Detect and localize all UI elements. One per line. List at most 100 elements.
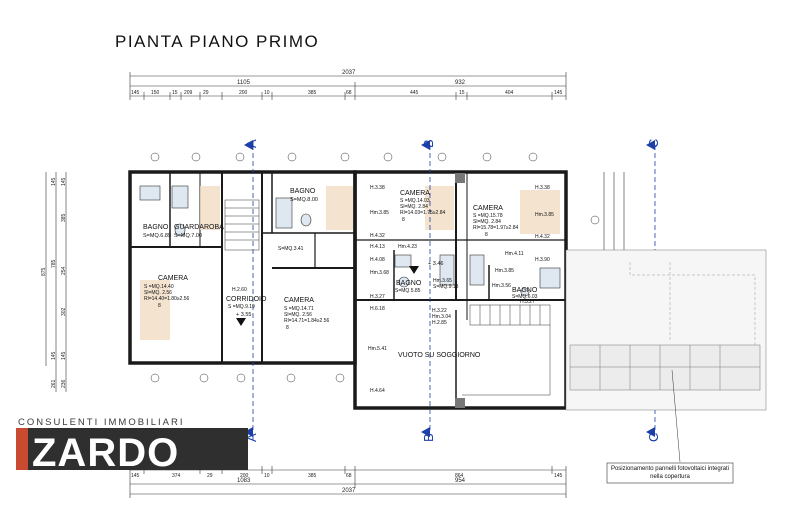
svg-text:150: 150 — [151, 90, 160, 96]
svg-text:H.4.32: H.4.32 — [370, 233, 385, 239]
svg-text:Hm.3.85: Hm.3.85 — [495, 268, 514, 274]
svg-text:S =MQ.14.71: S =MQ.14.71 — [284, 306, 314, 312]
top-dimensions — [129, 72, 567, 100]
svg-text:H.3.38: H.3.38 — [535, 185, 550, 191]
logo-accent — [16, 428, 28, 470]
logo-subtitle: CONSULENTI IMMOBILIARI — [18, 417, 184, 428]
svg-text:236: 236 — [61, 379, 67, 388]
svg-text:145: 145 — [554, 473, 563, 479]
note-box — [606, 462, 734, 484]
hatched-areas — [140, 186, 560, 340]
svg-text:A: A — [244, 433, 259, 442]
svg-text:254: 254 — [61, 266, 67, 275]
svg-text:CAMERA: CAMERA — [158, 275, 188, 282]
svg-text:145: 145 — [61, 351, 67, 360]
pillars — [455, 173, 465, 408]
logo-band — [16, 428, 248, 470]
svg-text:H.4.13: H.4.13 — [370, 244, 385, 250]
svg-text:385: 385 — [61, 213, 67, 222]
svg-text:68: 68 — [346, 473, 352, 479]
photovoltaic-note: Posizionamento pannelli fotovoltaici int… — [610, 466, 730, 480]
zardo-logo: CONSULENTI IMMOBILIARI ZARDO — [16, 417, 248, 475]
svg-text:S =MQ.14.03: S =MQ.14.03 — [400, 198, 430, 204]
svg-text:Hm.3.56: Hm.3.56 — [492, 283, 511, 289]
svg-text:8: 8 — [286, 325, 289, 331]
svg-text:8: 8 — [158, 303, 161, 309]
svg-text:Rl=14.71=1.84≥2.56: Rl=14.71=1.84≥2.56 — [284, 318, 330, 324]
svg-text:Hm.3.68: Hm.3.68 — [370, 270, 389, 276]
svg-text:68: 68 — [346, 90, 352, 96]
dim-top-segments: 145 150 15 209 29 200 10 385 68 445 15 4… — [131, 90, 563, 96]
svg-text:Hm.5.41: Hm.5.41 — [368, 346, 387, 352]
svg-text:145: 145 — [554, 90, 563, 96]
svg-text:S =MQ.9.19: S =MQ.9.19 — [228, 304, 255, 310]
svg-text:C: C — [646, 433, 661, 442]
room-vuoto-soggiorno: VUOTO SU SOGGIORNO Hm.5.41 H.6.18 H.4.64 — [368, 306, 481, 394]
svg-text:H.4.32: H.4.32 — [535, 234, 550, 240]
svg-text:385: 385 — [308, 473, 317, 479]
svg-text:10: 10 — [264, 473, 270, 479]
dim-top-left: 1105 — [237, 80, 251, 86]
svg-text:+ 3.55: + 3.55 — [236, 312, 251, 318]
svg-text:H.2.60: H.2.60 — [232, 287, 247, 293]
svg-text:Sl=MQ. 2.84: Sl=MQ. 2.84 — [473, 219, 501, 225]
room-bagno-5: BAGNO S=MQ.6.03 — [512, 287, 538, 300]
svg-text:S=MQ.3.41: S=MQ.3.41 — [278, 246, 304, 252]
svg-text:+ 3.46: + 3.46 — [428, 261, 443, 267]
svg-text:Hm.3.85: Hm.3.85 — [370, 210, 389, 216]
svg-text:H.6.18: H.6.18 — [370, 306, 385, 312]
height-annotations: H.3.38 Hm.3.85 H.4.32 H.4.13 Hm.4.23 H.3… — [370, 185, 554, 326]
svg-text:864: 864 — [455, 473, 464, 479]
svg-text:200: 200 — [240, 473, 249, 479]
svg-text:S=MQ.6.89: S=MQ.6.89 — [143, 233, 171, 239]
svg-text:BAGNO: BAGNO — [290, 188, 316, 195]
svg-text:H.4.08: H.4.08 — [370, 257, 385, 263]
svg-text:8: 8 — [402, 217, 405, 223]
svg-text:H.3.90: H.3.90 — [535, 257, 550, 263]
dim-bottom-total: 2037 — [342, 488, 356, 494]
room-disimpegno: S=MQ.3.41 — [278, 246, 304, 252]
svg-text:S=MQ.8.00: S=MQ.8.00 — [290, 197, 318, 203]
svg-text:C: C — [646, 139, 661, 148]
svg-text:S=MQ.6.03: S=MQ.6.03 — [512, 294, 538, 300]
room-bagno-1: BAGNO S=MQ.6.89 — [143, 224, 171, 239]
left-dimensions — [45, 172, 67, 392]
svg-text:Hm.3.04: Hm.3.04 — [432, 314, 451, 320]
svg-text:Rl=15.78=1.97≥2.84: Rl=15.78=1.97≥2.84 — [473, 225, 519, 231]
dim-top-total: 2037 — [342, 70, 356, 76]
svg-text:CORRIDOIO: CORRIDOIO — [226, 296, 267, 303]
room-camera-1: CAMERA S =MQ.14.40 Sl=MQ. 2.56 Rl=14.40=… — [144, 275, 190, 309]
plan-title: PIANTA PIANO PRIMO — [115, 32, 320, 51]
svg-text:209: 209 — [184, 90, 193, 96]
room-camera-2: CAMERA S =MQ.14.71 Sl=MQ. 2.56 Rl=14.71=… — [284, 297, 330, 331]
svg-text:Sl=MQ. 2.84: Sl=MQ. 2.84 — [400, 204, 428, 210]
svg-text:404: 404 — [505, 90, 514, 96]
sanitary-fixtures — [139, 185, 561, 297]
room-bagno-2: BAGNO S=MQ.8.00 — [290, 188, 318, 203]
svg-text:S=MQ.7.00: S=MQ.7.00 — [174, 233, 202, 239]
svg-text:Sl=MQ. 2.56: Sl=MQ. 2.56 — [284, 312, 312, 318]
svg-text:BAGNO: BAGNO — [512, 287, 538, 294]
logo-title: ZARDO — [32, 431, 179, 475]
svg-text:S =MQ.15.78: S =MQ.15.78 — [473, 213, 503, 219]
svg-text:Hm.3.85: Hm.3.85 — [535, 212, 554, 218]
section-mark-a-bottom: A — [244, 427, 259, 442]
svg-text:CAMERA: CAMERA — [473, 205, 503, 212]
section-mark-b-top: B — [421, 139, 436, 150]
svg-text:CAMERA: CAMERA — [284, 297, 314, 304]
svg-text:B: B — [421, 433, 436, 442]
svg-text:CAMERA: CAMERA — [400, 190, 430, 197]
dim-top-right: 932 — [455, 80, 466, 86]
svg-text:Rl=14.03=1.75≥2.84: Rl=14.03=1.75≥2.84 — [400, 210, 446, 216]
room-guardaroba: GUARDAROBA S=MQ.7.00 — [174, 224, 224, 239]
stairs — [224, 199, 551, 396]
svg-text:H.3.27: H.3.27 — [370, 294, 385, 300]
svg-text:145: 145 — [61, 177, 67, 186]
svg-text:29: 29 — [207, 473, 213, 479]
svg-text:H.3.38: H.3.38 — [370, 185, 385, 191]
svg-text:BAGNO: BAGNO — [396, 280, 422, 287]
svg-text:Rl=14.40=1.80≥2.56: Rl=14.40=1.80≥2.56 — [144, 296, 190, 302]
svg-text:GUARDAROBA: GUARDAROBA — [174, 224, 224, 231]
svg-text:Sl=MQ. 2.56: Sl=MQ. 2.56 — [144, 290, 172, 296]
